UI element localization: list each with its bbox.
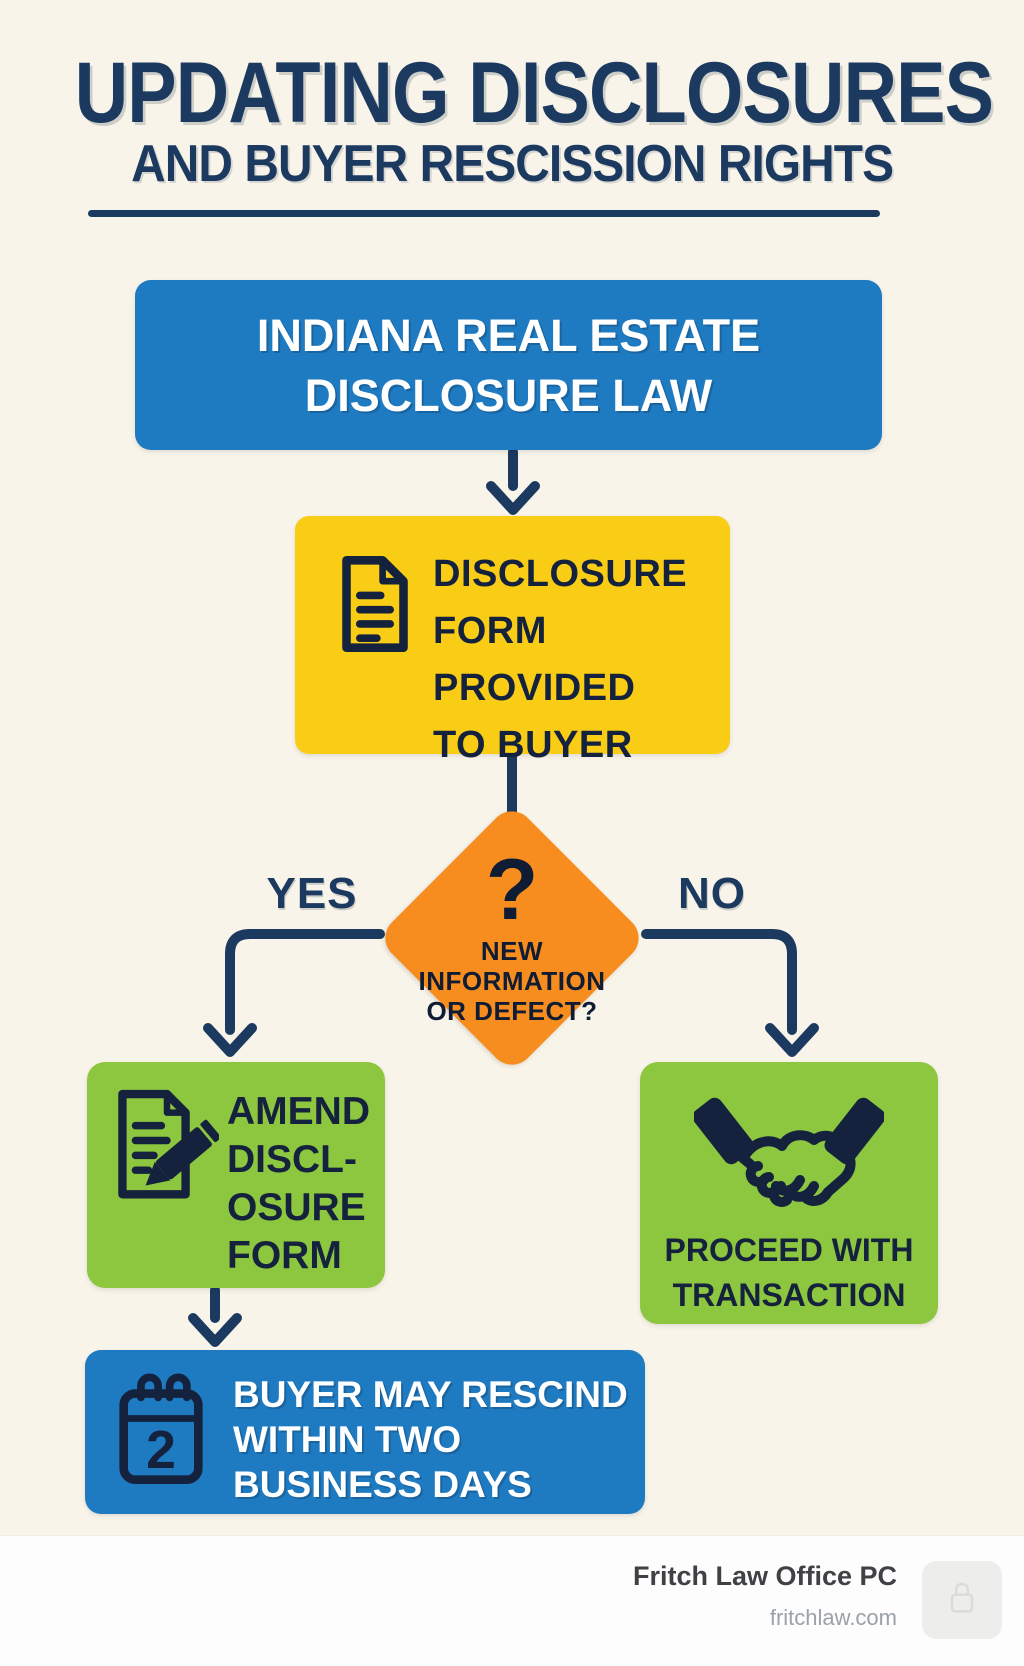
- watermark-badge: [922, 1561, 1002, 1639]
- flow-decision-content: ? NEW INFORMATION OR DEFECT?: [392, 844, 632, 1026]
- node-text-line: INDIANA REAL ESTATE: [256, 310, 761, 361]
- page-title: UPDATING DISCLOSURES: [0, 44, 1024, 143]
- connector-decision-yes: [225, 929, 385, 1035]
- branch-label-yes: YES: [266, 869, 358, 918]
- node-text: BUYER MAY RESCIND WITHIN TWO BUSINESS DA…: [233, 1374, 628, 1505]
- footer: Fritch Law Office PC fritchlaw.com: [0, 1535, 1024, 1666]
- flow-node-proceed: PROCEED WITH TRANSACTION: [640, 1062, 938, 1324]
- branch-label-no: NO: [678, 869, 746, 918]
- arrowhead-yes: [203, 1023, 257, 1057]
- document-icon: [337, 552, 413, 661]
- page-subtitle: AND BUYER RESCISSION RIGHTS: [0, 134, 1024, 194]
- handshake-icon: [692, 1092, 886, 1222]
- footer-website: fritchlaw.com: [769, 1605, 897, 1630]
- question-mark-icon: ?: [485, 842, 539, 938]
- flow-node-rescind: 2 BUYER MAY RESCIND WITHIN TWO BUSINESS …: [85, 1350, 645, 1514]
- page-subtitle-text: AND BUYER RESCISSION RIGHTS: [131, 135, 894, 193]
- footer-text-block: Fritch Law Office PC fritchlaw.com: [633, 1559, 897, 1633]
- arrowhead-amend-to-rescind: [188, 1313, 242, 1347]
- page-title-text: UPDATING DISCLOSURES: [74, 45, 994, 141]
- node-text: AMEND DISCL- OSURE FORM: [227, 1090, 370, 1277]
- calendar-icon: 2: [117, 1366, 205, 1497]
- connector-decision-no: [641, 929, 797, 1035]
- footer-firm-name: Fritch Law Office PC: [632, 1561, 897, 1591]
- node-text: DISCLOSURE FORM PROVIDED TO BUYER: [433, 553, 688, 766]
- document-edit-icon: [115, 1086, 221, 1213]
- arrowhead-start-to-disclosure: [486, 481, 540, 515]
- node-text: PROCEED WITH TRANSACTION: [664, 1232, 914, 1313]
- flow-node-disclosure-form: DISCLOSURE FORM PROVIDED TO BUYER: [295, 516, 730, 766]
- flow-node-amend-form: AMEND DISCL- OSURE FORM: [87, 1062, 385, 1288]
- arrowhead-no: [765, 1023, 819, 1057]
- flow-node-indiana-law: INDIANA REAL ESTATE DISCLOSURE LAW: [135, 280, 882, 450]
- title-divider: [88, 210, 880, 217]
- node-text-line: DISCLOSURE LAW: [304, 370, 713, 421]
- calendar-number: 2: [146, 1421, 176, 1480]
- lock-icon: [945, 1578, 979, 1623]
